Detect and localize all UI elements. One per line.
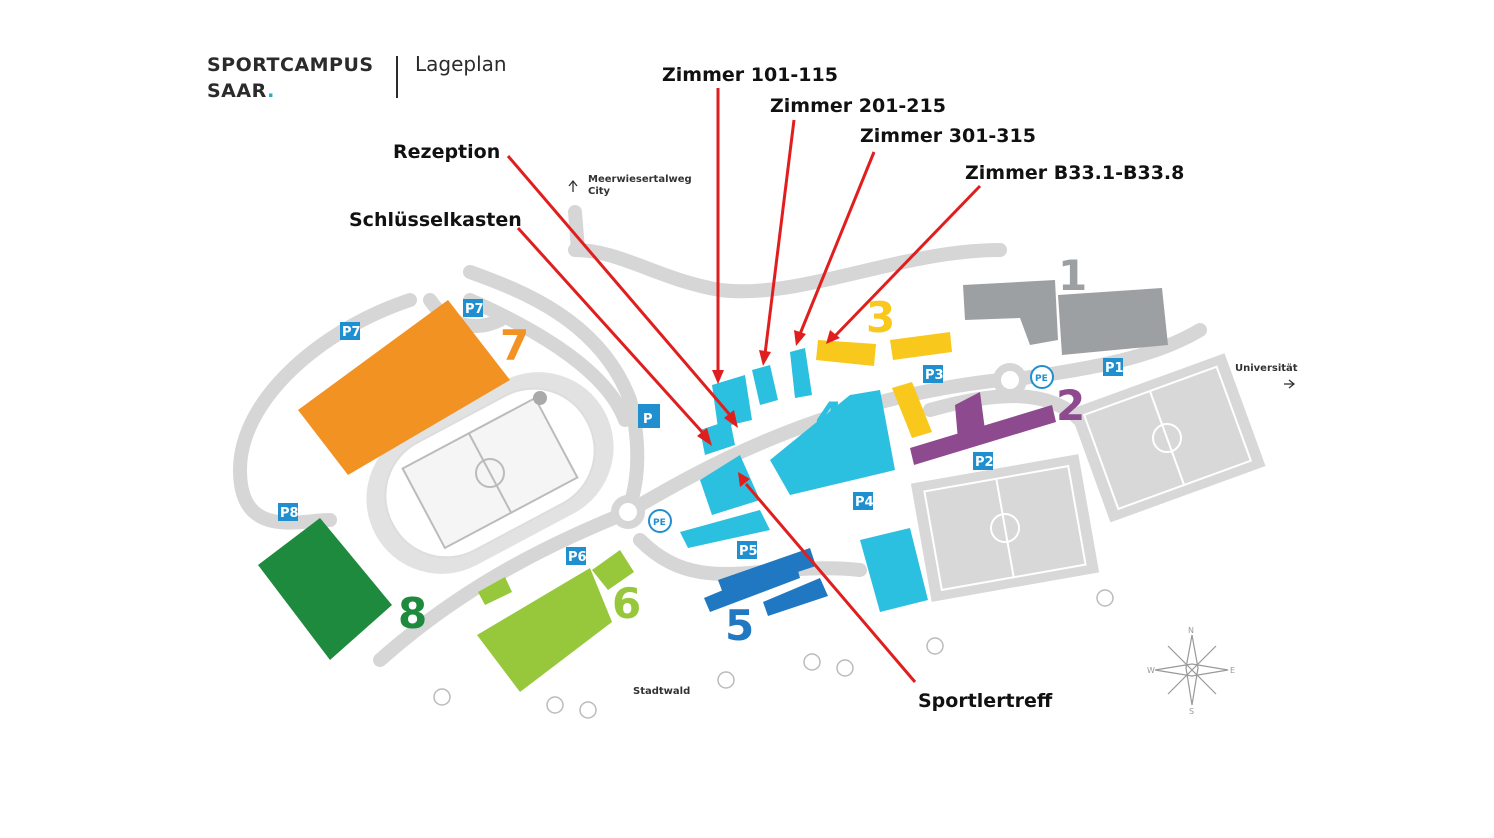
compass-e: E [1230, 666, 1235, 675]
area-6-small-a [592, 550, 634, 590]
svg-text:P7: P7 [465, 302, 484, 317]
compass-w: W [1147, 666, 1155, 675]
pitch-south [910, 454, 1100, 602]
label-zimmer-201: Zimmer 201-215 [770, 95, 946, 117]
svg-text:PE: PE [1035, 374, 1048, 384]
parking-p3: P3 [923, 365, 944, 383]
label-zimmer-b33: Zimmer B33.1-B33.8 [965, 162, 1185, 184]
brand-separator [396, 56, 398, 98]
building-4-number: 4 [815, 393, 844, 442]
roads [233, 205, 1207, 667]
building-6-number: 6 [612, 579, 641, 628]
parking-p2: P2 [973, 452, 994, 470]
svg-text:P4: P4 [855, 495, 874, 510]
area-6-small-b [478, 577, 512, 605]
parking-p1: P1 [1103, 358, 1124, 376]
label-zimmer-101: Zimmer 101-115 [662, 64, 838, 86]
place-stadtwald: Stadtwald [633, 686, 691, 697]
svg-text:P2: P2 [975, 455, 994, 470]
building-3-number: 3 [866, 293, 895, 342]
label-zimmer-301: Zimmer 301-315 [860, 125, 1036, 147]
label-sportlertreff: Sportlertreff [918, 690, 1053, 712]
parking-p5: P5 [737, 541, 758, 559]
compass-s: S [1189, 707, 1194, 716]
building-1 [963, 280, 1168, 355]
svg-text:P7: P7 [342, 325, 361, 340]
brand-line-1: SPORTCAMPUS [207, 54, 374, 76]
place-universitaet: Universität [1235, 363, 1298, 374]
label-rezeption: Rezeption [393, 141, 501, 163]
page-title: Lageplan [415, 52, 507, 76]
building-2-number: 2 [1056, 381, 1085, 430]
compass-rose [1154, 634, 1229, 706]
building-7-number: 7 [500, 321, 529, 370]
trees [433, 589, 1114, 719]
svg-text:P8: P8 [280, 506, 299, 521]
building-4 [680, 348, 928, 612]
parking-p7: P7 [463, 299, 484, 317]
label-schluesselkasten: Schlüsselkasten [349, 209, 522, 231]
parking-p6: P6 [566, 547, 587, 565]
pointer-arrows [506, 88, 982, 683]
roundabout-west [611, 495, 645, 529]
compass-n: N [1188, 626, 1194, 635]
svg-text:P3: P3 [925, 368, 944, 383]
brand-dot: . [267, 80, 275, 102]
svg-text:P5: P5 [739, 544, 758, 559]
place-meerwiesertalweg: Meerwiesertalweg City [588, 174, 692, 197]
brand-line-2: SAAR [207, 80, 268, 102]
building-3 [816, 332, 952, 438]
roundabout-east [993, 363, 1027, 397]
building-2 [910, 392, 1056, 465]
brand-logo: SPORTCAMPUS SAAR. [207, 52, 374, 104]
parking-p4: P4 [853, 492, 874, 510]
svg-text:P6: P6 [568, 550, 587, 565]
building-5-number: 5 [725, 601, 754, 650]
parking-p: P [638, 404, 660, 428]
area-6 [477, 568, 612, 692]
parking-p8: P8 [278, 503, 299, 521]
area-7 [298, 300, 510, 475]
svg-text:PE: PE [653, 518, 666, 528]
parking-pe-2: PE [648, 509, 672, 533]
parking-p7b: P7 [340, 322, 361, 340]
parking-markers: P1 P2 P3 P4 P5 P6 P7 P7 P8 P PE PE [278, 299, 1124, 565]
direction-arrows [568, 179, 1296, 389]
building-8-number: 8 [398, 589, 427, 638]
svg-text:P: P [643, 412, 653, 427]
area-8 [258, 518, 392, 660]
building-5 [704, 548, 828, 616]
parking-pe-1: PE [1030, 365, 1054, 389]
svg-text:P1: P1 [1105, 361, 1124, 376]
building-1-number: 1 [1058, 251, 1087, 300]
pitch-east [1069, 353, 1266, 523]
